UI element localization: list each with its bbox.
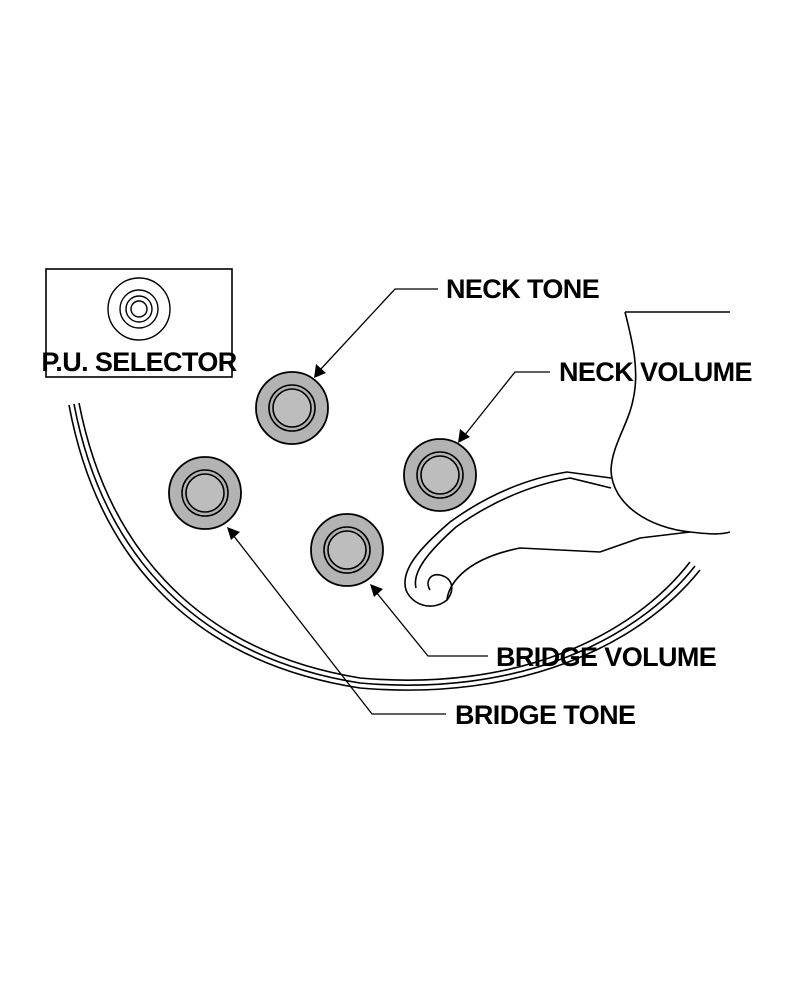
leader-bridge-volume <box>370 584 488 657</box>
knob-neck-tone <box>255 371 329 445</box>
bridge-tone-label: BRIDGE TONE <box>455 700 635 730</box>
pu-selector-box: P.U. SELECTOR <box>41 268 237 378</box>
leader-neck-volume <box>458 371 550 443</box>
knob-bridge-volume <box>310 513 384 587</box>
toggle-switch-icon <box>107 277 171 341</box>
leader-bridge-tone <box>227 527 446 715</box>
knob-neck-volume <box>403 438 477 512</box>
f-hole-outline <box>404 311 731 607</box>
bridge-volume-label: BRIDGE VOLUME <box>496 642 716 672</box>
neck-volume-label: NECK VOLUME <box>559 357 752 387</box>
body-outline <box>68 402 701 691</box>
pu-selector-label: P.U. SELECTOR <box>41 347 236 377</box>
neck-tone-label: NECK TONE <box>446 274 599 304</box>
leader-neck-tone <box>314 288 438 378</box>
knob-bridge-tone <box>168 456 242 530</box>
